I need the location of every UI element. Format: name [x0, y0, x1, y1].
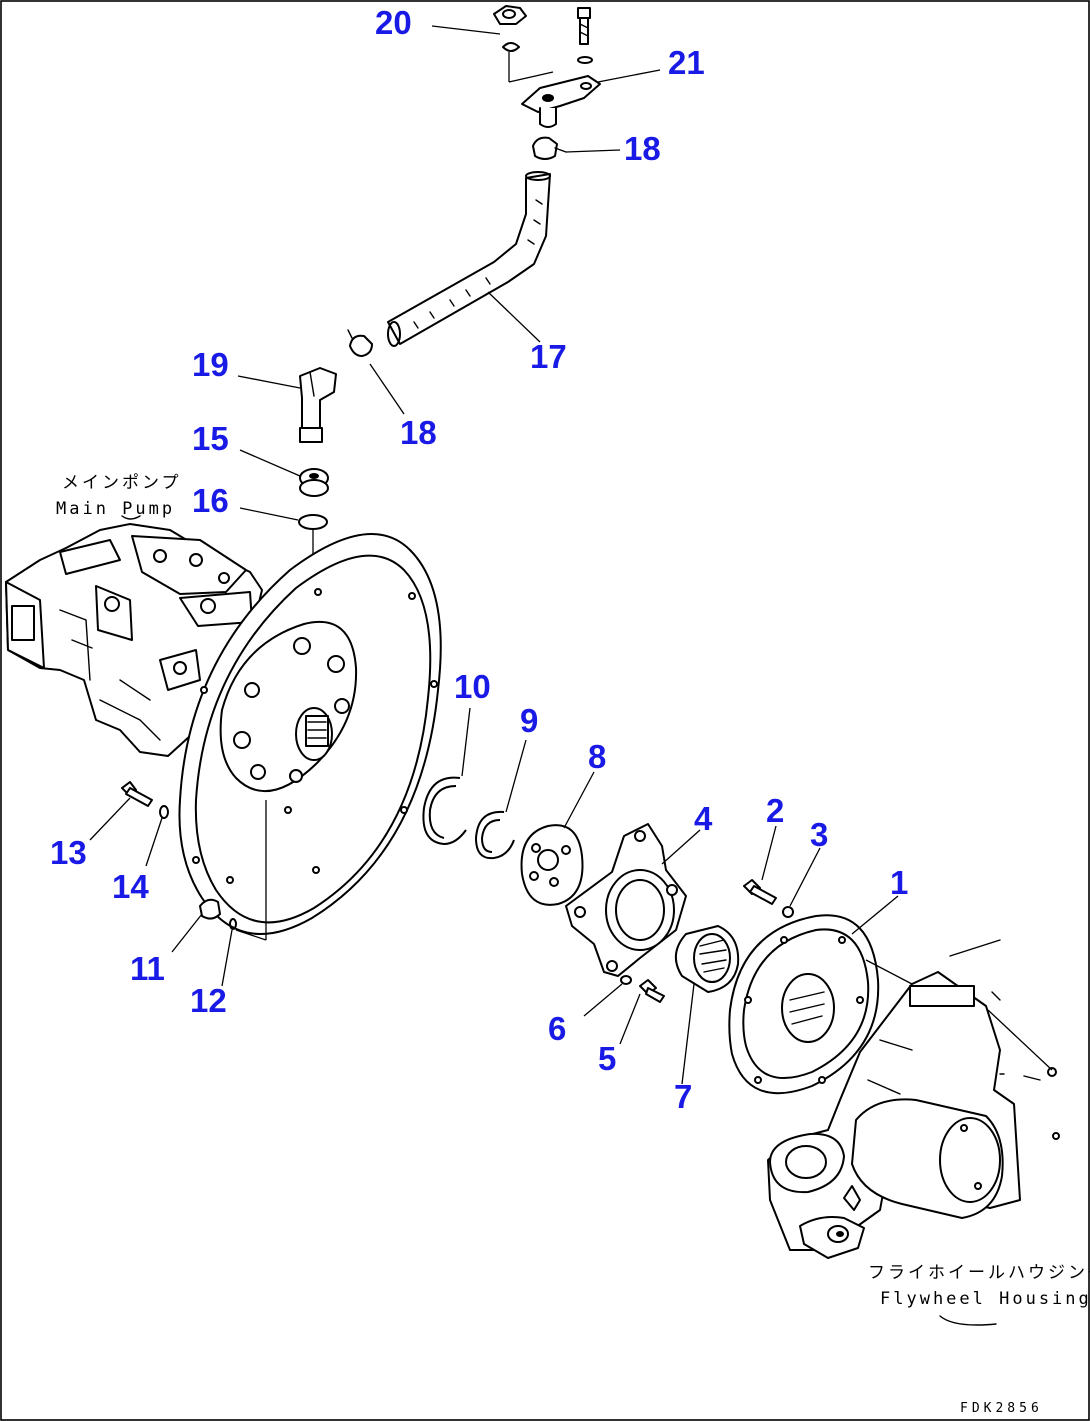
part-21-bracket — [521, 75, 601, 128]
part-20-cap — [493, 5, 554, 83]
flywheel-housing — [767, 939, 1060, 1259]
part-7-coupling — [675, 925, 740, 993]
part-1-flange — [728, 914, 880, 1095]
callout-20: 20 — [375, 4, 412, 41]
callout-3: 3 — [810, 816, 828, 853]
figure-code: FDK2856 — [960, 1401, 1043, 1416]
part-bolt-top — [577, 7, 593, 64]
part-11-plug — [199, 898, 221, 920]
part-18-clamp-top — [532, 136, 567, 160]
callout-12: 12 — [190, 982, 227, 1019]
part-3-washer — [782, 906, 794, 918]
callout-numbers: 20 21 18 17 19 18 15 16 10 9 8 4 2 3 1 1… — [50, 4, 908, 1115]
caption-main-pump-jp: メインポンプ — [62, 473, 182, 493]
caption-flywheel-underline — [939, 1315, 997, 1326]
captions: メインポンプ Main Pump フライホイールハウジング Flywheel H… — [56, 473, 1090, 1416]
callout-17: 17 — [530, 338, 567, 375]
part-19-elbow — [299, 367, 337, 443]
part-17-hose — [387, 171, 551, 347]
caption-main-pump-en: Main Pump — [56, 499, 175, 519]
caption-flywheel-jp: フライホイールハウジング — [868, 1263, 1090, 1283]
part-18-clamp-lower — [347, 329, 373, 357]
caption-main-pump-underline — [121, 515, 141, 520]
part-6-washer — [620, 975, 632, 985]
main-pump-front-face — [219, 620, 358, 941]
part-14-washer — [159, 805, 169, 819]
part-12-oring — [229, 918, 237, 930]
callout-18-lower: 18 — [400, 414, 437, 451]
callout-18-top: 18 — [624, 130, 661, 167]
callout-8: 8 — [588, 738, 606, 775]
caption-flywheel-en: Flywheel Housing — [880, 1289, 1090, 1309]
callout-4: 4 — [694, 800, 713, 837]
callout-2: 2 — [766, 792, 784, 829]
callout-6: 6 — [548, 1010, 566, 1047]
main-pump-assembly — [5, 523, 263, 757]
callout-7: 7 — [674, 1078, 692, 1115]
callout-10: 10 — [454, 668, 491, 705]
callout-14: 14 — [112, 868, 149, 905]
callout-19: 19 — [192, 346, 229, 383]
part-9-snap-ring — [474, 810, 515, 860]
callout-21: 21 — [668, 44, 705, 81]
part-10-snap-ring — [422, 776, 467, 846]
part-2-bolt — [743, 879, 777, 905]
callout-15: 15 — [192, 420, 229, 457]
part-4-housing — [565, 823, 687, 977]
callout-11: 11 — [130, 950, 165, 987]
callout-13: 13 — [50, 834, 87, 871]
callout-9: 9 — [520, 702, 538, 739]
part-13-bolt — [121, 781, 153, 807]
part-15-plug — [299, 468, 329, 497]
leader-lines — [89, 25, 899, 1085]
callout-16: 16 — [192, 482, 229, 519]
part-5-bolt — [639, 979, 665, 1003]
callout-1: 1 — [890, 864, 908, 901]
callout-5: 5 — [598, 1040, 616, 1077]
part-8-damper — [520, 824, 584, 906]
